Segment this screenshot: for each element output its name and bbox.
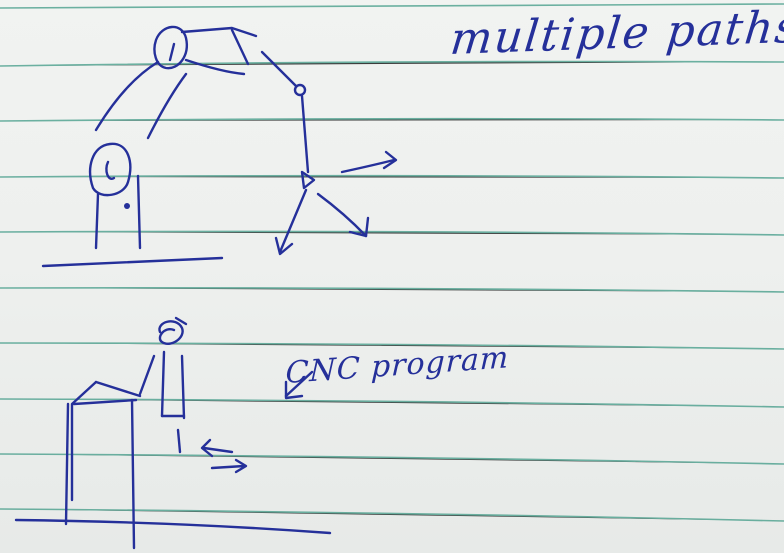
notebook-photo: multiple paths CNC program xyxy=(0,0,784,553)
cnc-machine-sketch xyxy=(0,0,784,553)
